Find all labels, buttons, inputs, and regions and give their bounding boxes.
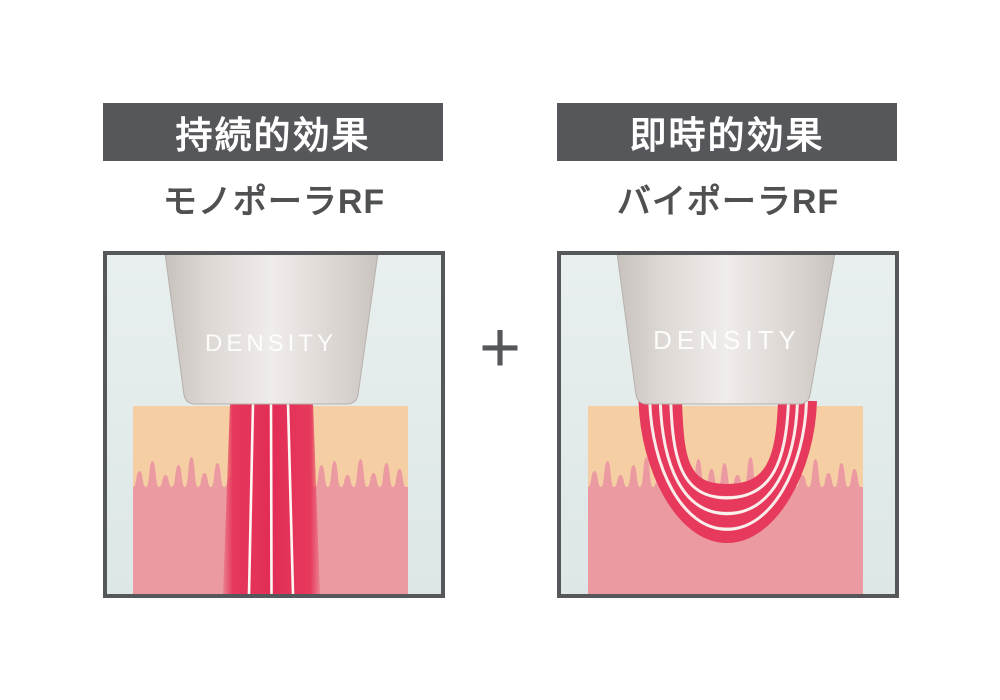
left-beam-divider-2: [269, 402, 273, 594]
plus-icon: +: [478, 308, 522, 388]
left-beam-divider-1: [247, 402, 255, 594]
monopolar-diagram: DENSITY: [107, 255, 441, 594]
bipolar-diagram: DENSITY: [561, 255, 895, 594]
left-beam-divider-3: [286, 402, 295, 594]
left-rf-type-label: モノポーラRF: [162, 182, 386, 221]
right-rf-curves: [638, 400, 817, 544]
left-header-banner: 持続的効果: [103, 103, 443, 161]
right-header-label: 即時的効果: [629, 115, 825, 156]
right-rf-type-label: バイポーラRF: [616, 182, 840, 221]
bipolar-illustration: DENSITY: [557, 251, 899, 598]
left-device-handpiece: [164, 255, 379, 405]
left-header-label: 持続的効果: [175, 115, 371, 156]
left-device-label: DENSITY: [205, 330, 337, 357]
right-header-banner: 即時的効果: [557, 103, 897, 161]
right-rf-curve-dividers: [648, 400, 808, 531]
right-device-label: DENSITY: [653, 325, 801, 355]
right-device-handpiece: [616, 255, 836, 405]
monopolar-illustration: DENSITY: [103, 251, 445, 598]
